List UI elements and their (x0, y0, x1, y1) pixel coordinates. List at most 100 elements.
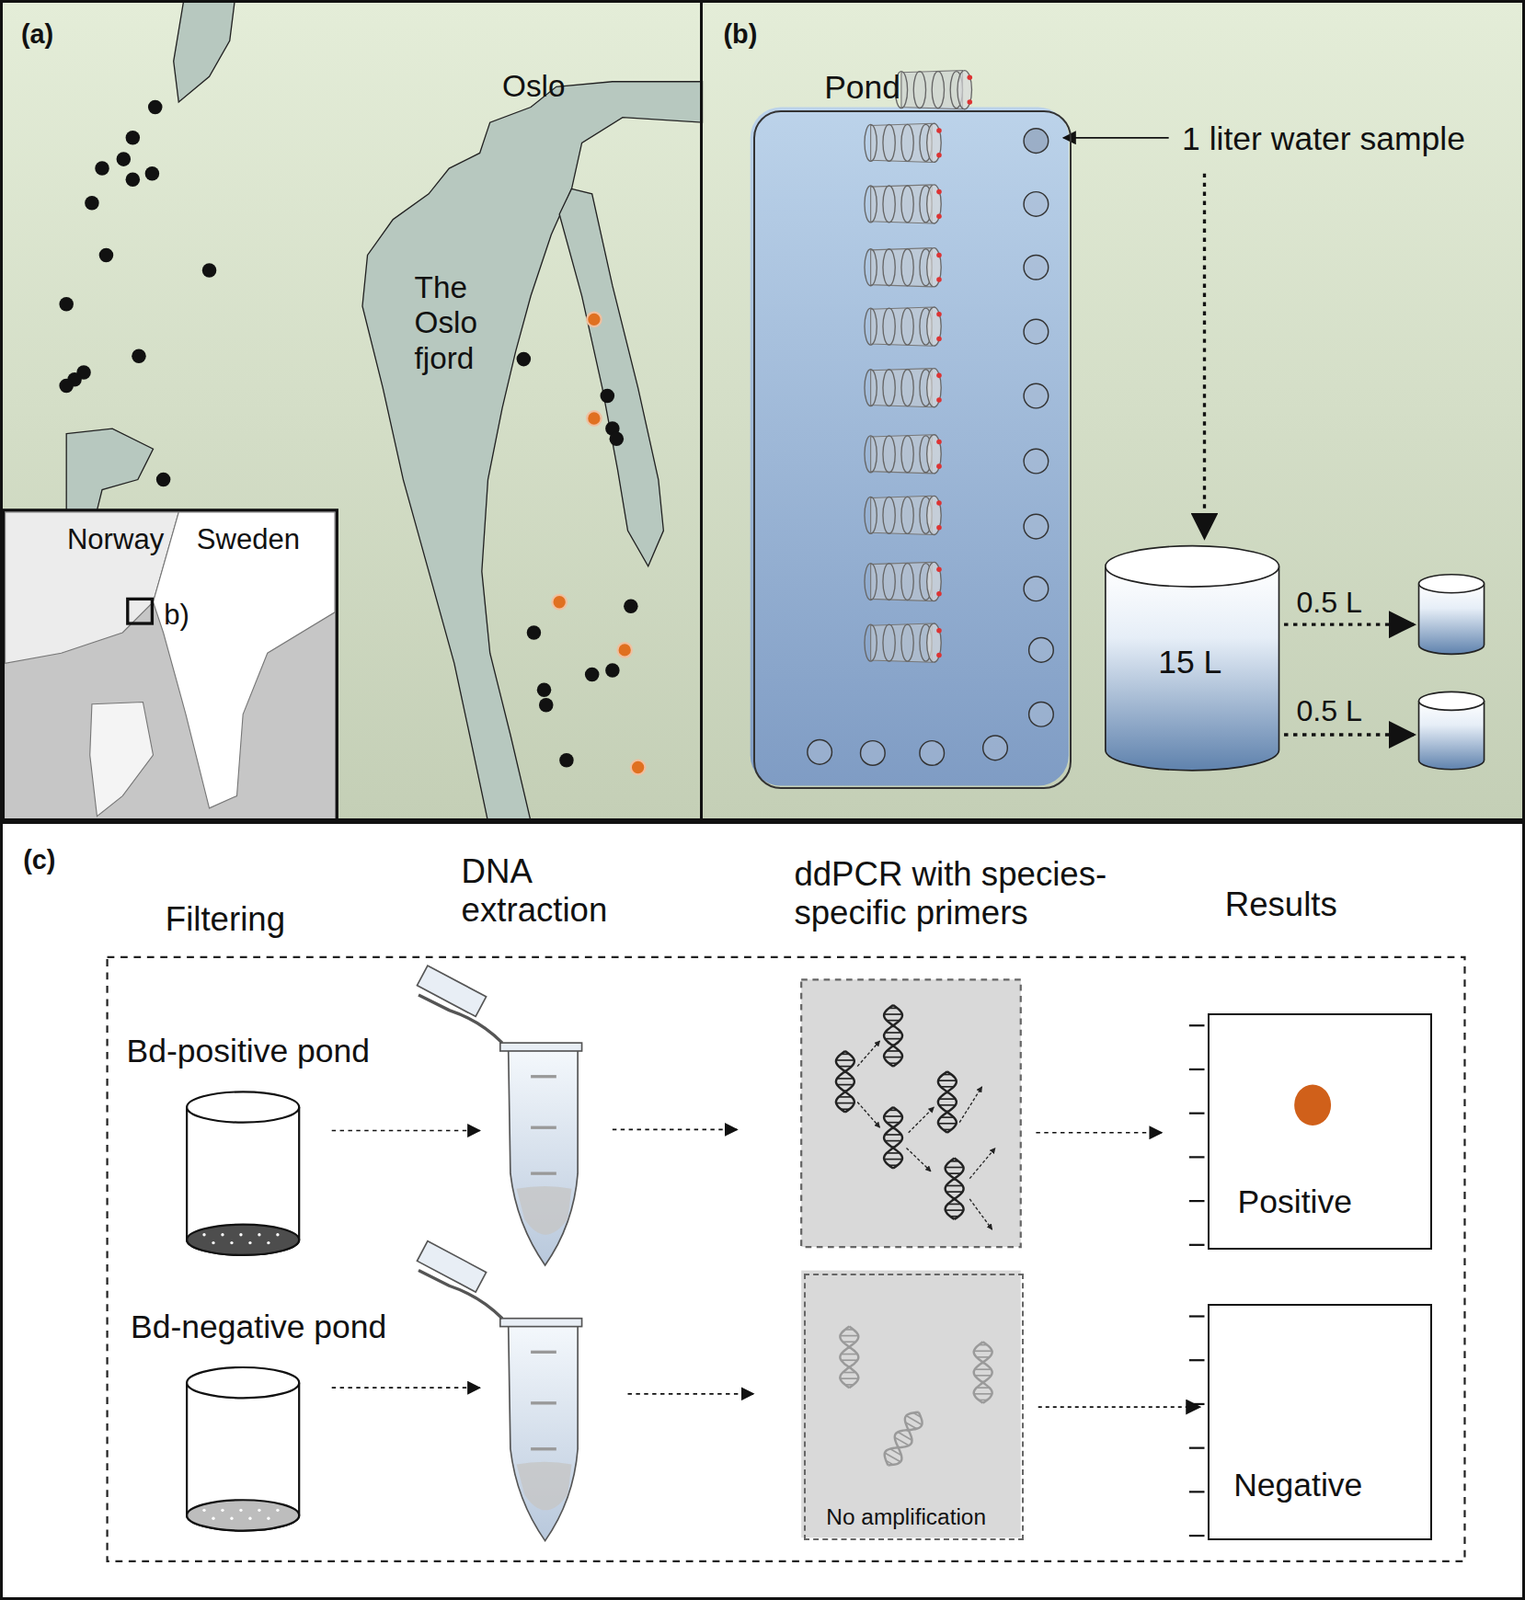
node-text: Positive (1238, 1183, 1353, 1222)
illustration-part (275, 1233, 279, 1237)
illustration-part (220, 1509, 224, 1513)
illustration-part (1023, 448, 1049, 474)
illustration-part (836, 1051, 855, 1113)
illustration-part (966, 99, 973, 105)
illustration-part (1023, 128, 1049, 154)
illustration-part (248, 1241, 252, 1245)
illustration-part (883, 1107, 903, 1170)
illustration-part (936, 628, 942, 634)
illustration-part (939, 1104, 956, 1107)
illustration-part (927, 123, 942, 162)
illustration-part (883, 1005, 903, 1067)
illustration-part (927, 368, 942, 408)
illustration-part (239, 1509, 242, 1513)
illustration-part (974, 1393, 993, 1396)
ddpcr-box-fill (801, 1271, 1021, 1539)
illustration-part (966, 75, 973, 81)
illustration-part (882, 496, 895, 534)
axis-ticks (1189, 1025, 1205, 1537)
illustration-part (974, 1341, 993, 1404)
illustration-part (1189, 1024, 1205, 1027)
illustration-part (883, 1158, 903, 1161)
illustration-part (1189, 1200, 1205, 1203)
split-arrow (1284, 622, 1414, 626)
illustration-part (908, 1107, 935, 1134)
illustration-part (882, 249, 895, 287)
illustration-part (927, 495, 942, 535)
illustration-part (1189, 1156, 1205, 1159)
illustration-part (617, 642, 632, 658)
illustration-part (837, 1077, 854, 1080)
illustration-part (1189, 1403, 1205, 1406)
row-label: Bd-positive pond (126, 1032, 370, 1071)
illustration-part (864, 624, 877, 662)
panel-ground (0, 821, 1525, 1600)
illustration-part (508, 1324, 578, 1541)
illustration-part (126, 130, 141, 146)
illustration-part (1189, 1447, 1205, 1450)
illustration-part (884, 1140, 902, 1143)
illustration-part (864, 124, 877, 161)
illustration-part (500, 1318, 583, 1328)
fjord (362, 81, 703, 823)
illustration-part (1189, 1490, 1205, 1493)
panel-label: (c) (22, 845, 56, 876)
illustration-part (884, 1134, 902, 1136)
illustration-part (974, 1350, 993, 1353)
illustration-part (551, 595, 567, 610)
filter-dark (186, 1225, 299, 1256)
illustration-part (416, 965, 486, 1017)
workflow-panel: (c)No amplificationPositiveNegative (0, 821, 1525, 1600)
filter-cylinder (186, 1107, 299, 1256)
illustration-part (880, 1408, 928, 1471)
illustration-part (945, 1158, 964, 1221)
cylinder-top (186, 1367, 299, 1399)
illustration-part (864, 249, 877, 287)
filter-specks (202, 1233, 279, 1521)
sample-spots (807, 128, 1054, 766)
illustration-part (936, 525, 942, 531)
fyke-traps (864, 70, 973, 664)
illustration-part (901, 124, 914, 161)
illustration-part (871, 123, 933, 162)
panel-ground (699, 0, 1525, 822)
illustration-part (229, 1517, 233, 1521)
panel-label: (b) (722, 19, 757, 50)
filter-cylinder (186, 1383, 299, 1532)
illustration-part (839, 1335, 859, 1338)
pond: Pond (753, 110, 1072, 790)
illustration-part (202, 1233, 206, 1237)
illustration-part (936, 397, 942, 403)
illustration-part (974, 1368, 992, 1371)
illustration-part (938, 1071, 957, 1134)
illustration-part (884, 1031, 902, 1034)
illustration-part (871, 435, 933, 474)
illustration-part (94, 160, 110, 176)
illustration-part (600, 389, 616, 404)
illustration-part (156, 472, 172, 488)
illustration-part (880, 1408, 928, 1471)
illustration-part (864, 435, 942, 474)
illustration-part (939, 1098, 956, 1101)
volume-label: 0.5 L (1295, 585, 1363, 620)
illustration-part (1023, 319, 1049, 344)
illustration-part (927, 435, 942, 474)
illustration-part (883, 1005, 903, 1067)
illustration-part (913, 71, 926, 109)
row-label: Bd-negative pond (130, 1308, 387, 1347)
illustration-part (936, 189, 942, 195)
step-heading: Filtering (165, 900, 286, 940)
ddpcr-box (801, 979, 1021, 1248)
illustration-part (275, 1509, 279, 1513)
illustration-part (1189, 1112, 1205, 1115)
illustration-part (936, 463, 942, 470)
illustration-part (58, 378, 74, 394)
illustration-part (919, 741, 945, 767)
illustration-part (857, 1101, 880, 1128)
illustration-part (864, 435, 877, 473)
illustration-part (936, 653, 942, 659)
illustration-part (257, 1233, 261, 1237)
